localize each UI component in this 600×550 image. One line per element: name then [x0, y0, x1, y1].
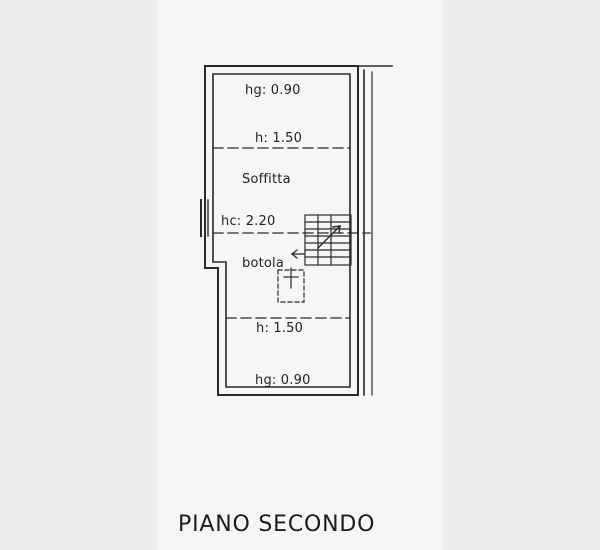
- label-h-bottom: h: 1.50: [256, 321, 304, 336]
- label-hg-top: hg: 0.90: [245, 83, 301, 98]
- hatch-arrow: [290, 249, 305, 259]
- hatch-outline: [277, 267, 305, 303]
- label-hc: hc: 2.20: [221, 214, 276, 229]
- wall-opening: [200, 199, 209, 237]
- hatch-label: botola: [242, 256, 285, 271]
- staircase: [304, 214, 352, 266]
- floor-caption: PIANO SECONDO: [178, 512, 376, 537]
- room-name: Soffitta: [242, 172, 291, 187]
- label-hg-bottom: hg: 0.90: [255, 373, 311, 388]
- label-h-top: h: 1.50: [255, 131, 303, 146]
- adjacent-wall: [357, 65, 393, 396]
